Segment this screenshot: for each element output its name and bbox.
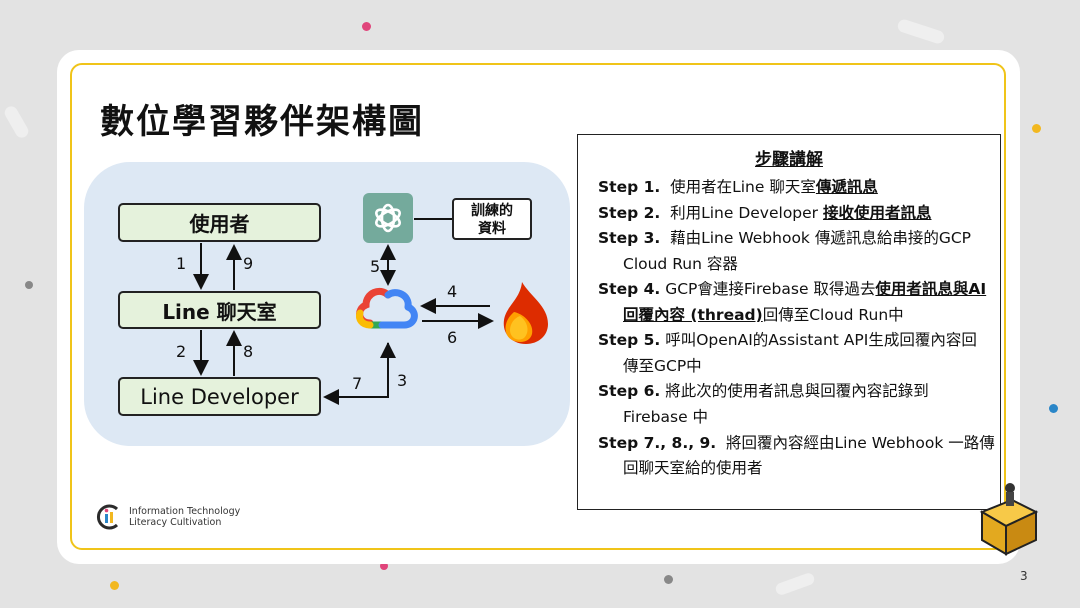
step-5-cont: 傳至GCP中 <box>623 357 702 375</box>
decoration-dot <box>1049 404 1058 413</box>
itlc-logo-icon <box>97 504 119 530</box>
label-6: 6 <box>447 328 458 347</box>
step-1: Step 1. 使用者在Line 聊天室傳遞訊息 <box>598 178 878 196</box>
label-7: 7 <box>352 374 363 393</box>
decoration-dot <box>110 581 119 590</box>
decoration-dot <box>664 575 673 584</box>
decoration-dot <box>362 22 371 31</box>
logo-text-line2: Literacy Cultivation <box>129 517 222 528</box>
step-7-cont: 回聊天室給的使用者 <box>623 459 763 477</box>
label-5: 5 <box>370 257 381 276</box>
label-3: 3 <box>397 371 408 390</box>
firebase-icon <box>503 282 548 344</box>
label-9: 9 <box>243 254 254 273</box>
slide-title: 數位學習夥伴架構圖 <box>100 102 424 142</box>
step-4-cont: 回覆內容 (thread)回傳至Cloud Run中 <box>623 306 904 324</box>
training-data-node: 訓練的 資料 <box>452 198 532 240</box>
steps-panel: 步驟講解 Step 1. 使用者在Line 聊天室傳遞訊息 Step 2. 利用… <box>577 134 1001 510</box>
google-cloud-icon <box>356 287 418 329</box>
decoration-dot <box>1032 124 1041 133</box>
steps-heading: 步驟講解 <box>755 150 823 170</box>
itlc-logo: Information Technology Literacy Cultivat… <box>95 503 240 531</box>
user-node: 使用者 <box>118 203 321 242</box>
step-4: Step 4. GCP會連接Firebase 取得過去使用者訊息與AI <box>598 280 987 298</box>
arrow-7 <box>323 343 389 405</box>
label-4: 4 <box>447 282 458 301</box>
mascot-illustration <box>979 483 1039 556</box>
step-6: Step 6. 將此次的使用者訊息與回覆內容記錄到 <box>598 382 929 400</box>
logo-text-line1: Information Technology <box>129 506 241 517</box>
label-8: 8 <box>243 342 254 361</box>
step-5: Step 5. 呼叫OpenAI的Assistant API生成回覆內容回 <box>598 331 977 349</box>
line-developer-node: Line Developer <box>118 377 321 416</box>
decoration-dot <box>25 281 33 289</box>
page-number: 3 <box>1020 569 1028 583</box>
openai-icon <box>363 193 413 243</box>
line-chat-node: Line 聊天室 <box>118 291 321 329</box>
step-3-cont: Cloud Run 容器 <box>623 255 738 273</box>
step-2: Step 2. 利用Line Developer 接收使用者訊息 <box>598 204 932 222</box>
training-data-label-2: 資料 <box>478 221 506 237</box>
label-2: 2 <box>176 342 187 361</box>
label-1: 1 <box>176 254 187 273</box>
step-7: Step 7., 8., 9. 將回覆內容經由Line Webhook 一路傳 <box>598 434 995 452</box>
step-3: Step 3. 藉由Line Webhook 傳遞訊息給串接的GCP <box>598 229 972 247</box>
decoration-dot <box>380 562 388 570</box>
slide-frame <box>70 63 1006 550</box>
step-6-cont: Firebase 中 <box>623 408 709 426</box>
training-data-label-1: 訓練的 <box>471 203 513 219</box>
